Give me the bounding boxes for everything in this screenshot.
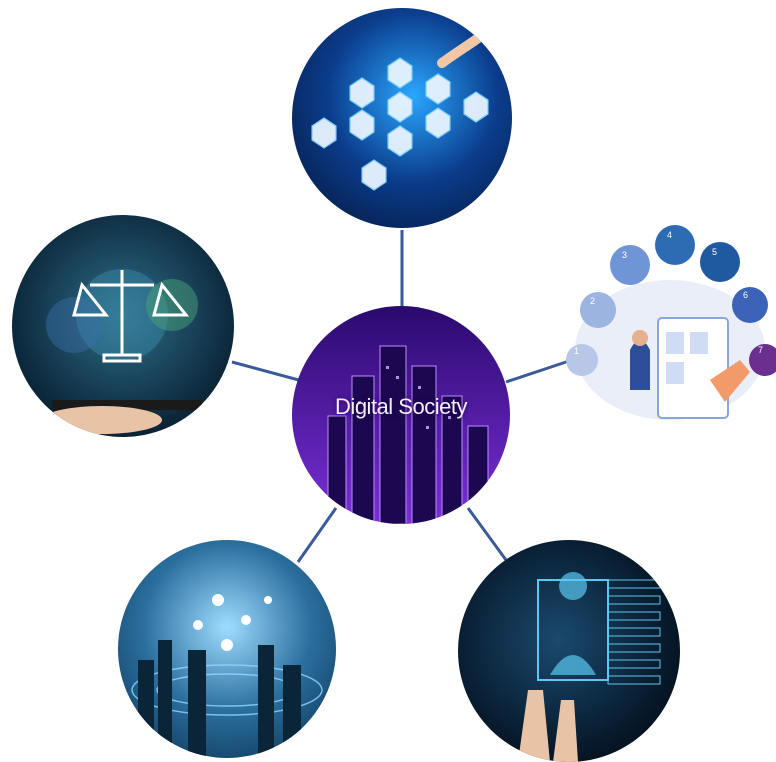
connector-bottom-left: [296, 507, 338, 563]
step-number-5: 5: [712, 247, 717, 257]
digital-identity-scan-icon: [458, 540, 680, 762]
hexagon-network-icon: [292, 8, 512, 228]
node-center-digital-society: Digital Society: [292, 306, 510, 524]
step-number-1: 1: [574, 346, 579, 356]
connector-left: [231, 360, 307, 384]
city-skyline-icon: [292, 306, 510, 524]
connector-bottom-right: [466, 507, 508, 561]
step-number-2: 2: [590, 296, 595, 306]
step-number-7: 7: [758, 345, 763, 355]
node-bottom-left-smart-city: [118, 540, 336, 758]
center-title: Digital Society: [335, 394, 467, 419]
node-top-hexagon-network: [292, 8, 512, 228]
connector-right: [505, 358, 573, 384]
online-shopping-steps-icon: 1 2 3 4 5 6 7: [566, 225, 776, 420]
node-right-online-shopping: 1 2 3 4 5 6 7: [560, 210, 776, 434]
step-number-6: 6: [743, 290, 748, 300]
smart-city-network-icon: [118, 540, 336, 758]
node-bottom-right-digital-identity: [458, 540, 680, 762]
node-left-law-justice: [12, 215, 234, 437]
step-number-4: 4: [667, 230, 672, 240]
step-number-3: 3: [622, 250, 627, 260]
law-scales-icon: [12, 215, 234, 437]
